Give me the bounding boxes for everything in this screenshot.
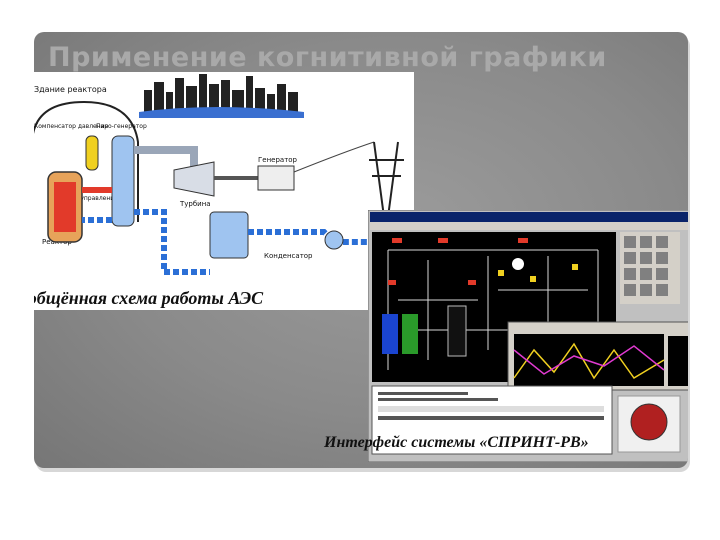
city-skyline-icon	[144, 74, 298, 112]
slide-title: Применение когнитивной графики	[48, 42, 607, 73]
trend-plot	[514, 334, 664, 386]
label-steam-gen: Паро-генератор	[96, 123, 147, 130]
palette-icons	[624, 236, 668, 296]
label-control-rods: Стержни управления	[50, 195, 118, 202]
status-indicators	[388, 238, 528, 285]
condenser	[209, 211, 249, 259]
river	[139, 107, 304, 118]
feedwater-line	[134, 209, 210, 275]
reactor-core	[54, 182, 76, 232]
caption-npp-scheme: Обобщённая схема работы АЭС	[34, 288, 264, 308]
window-titlebar	[370, 212, 688, 222]
reactor-building	[34, 100, 139, 222]
label-generator: Генератор	[258, 156, 298, 164]
sprint-logo-icon	[630, 403, 668, 441]
label-condenser: Конденсатор	[264, 252, 313, 260]
pump-icon	[324, 230, 344, 250]
trend-legend	[668, 336, 688, 386]
steam-generator	[111, 135, 135, 227]
turbine	[173, 161, 215, 197]
pylon-icon	[369, 141, 404, 233]
power-line	[293, 141, 375, 173]
slide: Применение когнитивной графики Здание ре…	[34, 32, 688, 468]
label-pressurizer: Компенсатор давления	[34, 123, 109, 130]
label-building: Здание реактора	[34, 85, 107, 94]
caption-sprint-interface: Интерфейс системы «СПРИНТ-РВ»	[324, 434, 589, 451]
npp-diagram: Здание реактора Компенсатор давления Пар…	[34, 72, 414, 310]
steam-line	[134, 146, 198, 172]
tank-gray	[447, 305, 467, 357]
label-turbine: Турбина	[179, 200, 211, 208]
window-menubar	[370, 222, 688, 230]
generator	[257, 165, 295, 191]
tank-green	[402, 314, 418, 354]
valve-indicators	[498, 264, 578, 282]
trend-line-magenta	[513, 345, 665, 375]
shaft	[214, 176, 258, 180]
report-text	[378, 392, 604, 420]
pump-indicator	[512, 258, 524, 270]
sprint-rv-screenshot	[368, 210, 688, 462]
pressurizer	[85, 135, 99, 171]
trend-line-yellow	[513, 342, 665, 380]
tank-blue	[382, 314, 398, 354]
